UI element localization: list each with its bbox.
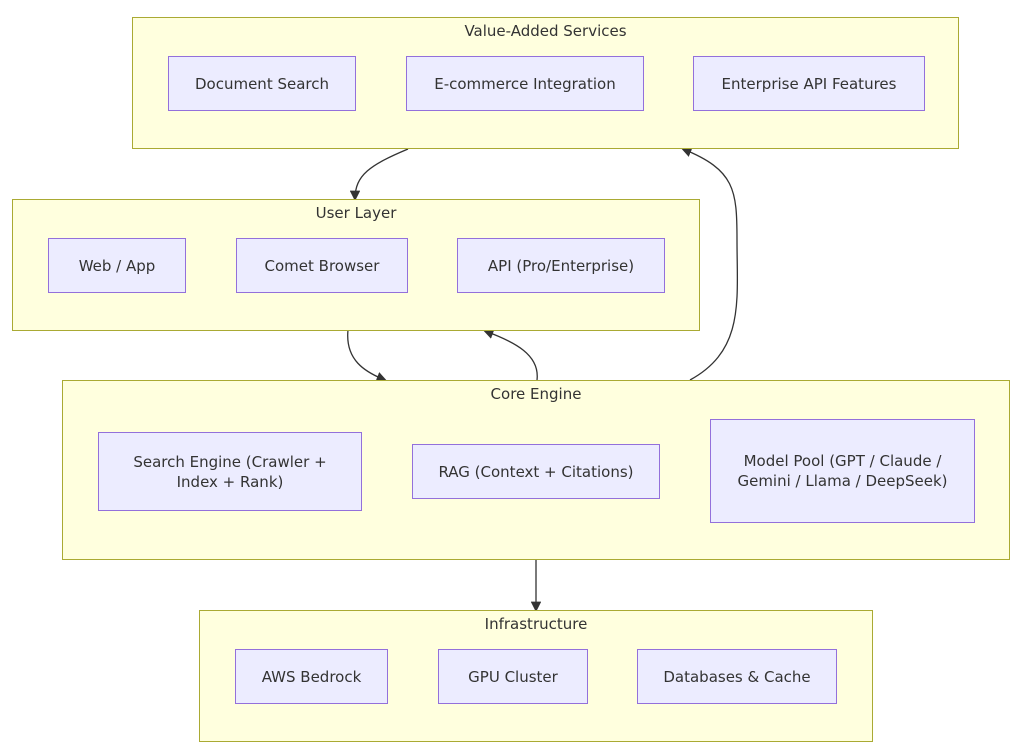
node-search-engine[interactable]: Search Engine (Crawler + Index + Rank) (98, 432, 362, 511)
edge-value-added-to-user-layer (349, 148, 409, 202)
node-aws-bedrock[interactable]: AWS Bedrock (235, 649, 388, 704)
node-document-search[interactable]: Document Search (168, 56, 356, 111)
cluster-title-core-engine: Core Engine (490, 385, 582, 403)
core-engine-cluster: Core Engine Search Engine (Crawler + Ind… (62, 380, 1010, 560)
cluster-title-infrastructure: Infrastructure (484, 615, 588, 633)
node-comet-browser[interactable]: Comet Browser (236, 238, 408, 293)
node-api-pro-enterprise[interactable]: API (Pro/Enterprise) (457, 238, 665, 293)
node-rag[interactable]: RAG (Context + Citations) (412, 444, 660, 499)
node-model-pool[interactable]: Model Pool (GPT / Claude / Gemini / Llam… (710, 419, 975, 523)
user-layer-cluster: User Layer Web / App Comet Browser API (… (12, 199, 700, 331)
node-web-app[interactable]: Web / App (48, 238, 186, 293)
value-added-services-cluster: Value-Added Services Document Search E-c… (132, 17, 959, 149)
cluster-title-user-layer: User Layer (315, 204, 397, 222)
node-gpu-cluster[interactable]: GPU Cluster (438, 649, 588, 704)
node-enterprise-api-features[interactable]: Enterprise API Features (693, 56, 925, 111)
node-ecommerce-integration[interactable]: E-commerce Integration (406, 56, 644, 111)
node-databases-cache[interactable]: Databases & Cache (637, 649, 837, 704)
edge-user-layer-to-core-engine (347, 329, 387, 382)
infrastructure-cluster: Infrastructure AWS Bedrock GPU Cluster D… (199, 610, 873, 742)
cluster-title-value-added-services: Value-Added Services (464, 22, 627, 40)
edge-core-engine-to-user-layer (483, 328, 538, 381)
